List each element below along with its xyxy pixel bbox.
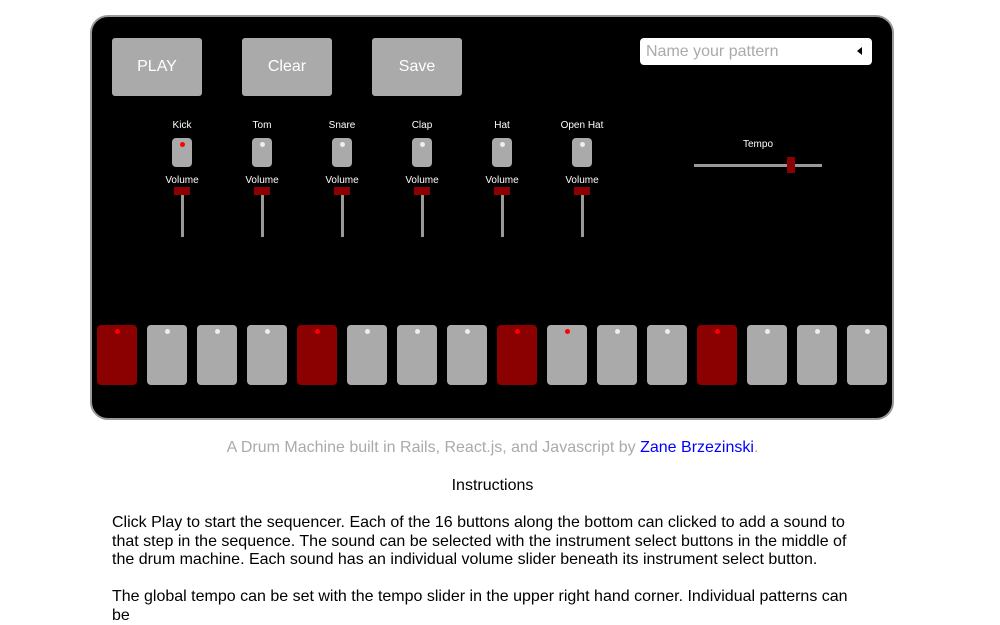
instrument-select-button[interactable] bbox=[252, 138, 272, 167]
play-button[interactable]: PLAY bbox=[112, 38, 202, 96]
instructions-paragraph-2: The global tempo can be set with the tem… bbox=[112, 588, 848, 624]
step-button-13[interactable] bbox=[697, 325, 737, 385]
instrument-select-button[interactable] bbox=[572, 138, 592, 167]
volume-track bbox=[181, 191, 184, 237]
volume-thumb[interactable] bbox=[254, 187, 270, 195]
pattern-name-field bbox=[640, 38, 872, 65]
step-button-15[interactable] bbox=[797, 325, 837, 385]
led-icon bbox=[564, 329, 570, 334]
credits-end: . bbox=[753, 439, 759, 456]
volume-thumb[interactable] bbox=[414, 187, 430, 195]
instrument-label: Kick bbox=[172, 120, 192, 131]
instrument-label: Tom bbox=[252, 120, 272, 131]
step-button-2[interactable] bbox=[147, 325, 187, 385]
led-icon bbox=[314, 329, 320, 334]
led-icon bbox=[499, 142, 505, 147]
volume-slider[interactable] bbox=[412, 187, 432, 239]
instrument-open-hat: Open Hat Volume bbox=[542, 120, 622, 239]
led-icon bbox=[419, 142, 425, 147]
volume-track bbox=[261, 191, 264, 237]
led-icon bbox=[664, 329, 670, 334]
step-button-8[interactable] bbox=[447, 325, 487, 385]
volume-track bbox=[581, 191, 584, 237]
credits-text: A Drum Machine built in Rails, React.js,… bbox=[226, 439, 641, 456]
volume-track bbox=[341, 191, 344, 237]
instructions-title: Instructions bbox=[451, 477, 534, 494]
led-icon bbox=[764, 329, 770, 334]
dropdown-caret-icon[interactable] bbox=[857, 47, 862, 55]
volume-slider[interactable] bbox=[492, 187, 512, 239]
volume-thumb[interactable] bbox=[494, 187, 510, 195]
led-icon bbox=[714, 329, 720, 334]
step-button-11[interactable] bbox=[597, 325, 637, 385]
instrument-label: Snare bbox=[328, 120, 356, 131]
volume-label: Volume bbox=[245, 175, 279, 186]
tempo-slider[interactable] bbox=[692, 156, 824, 176]
step-button-4[interactable] bbox=[247, 325, 287, 385]
volume-label: Volume bbox=[325, 175, 359, 186]
step-button-12[interactable] bbox=[647, 325, 687, 385]
volume-track bbox=[421, 191, 424, 237]
volume-track bbox=[501, 191, 504, 237]
step-button-6[interactable] bbox=[347, 325, 387, 385]
instrument-label: Hat bbox=[494, 120, 510, 131]
instrument-snare: Snare Volume bbox=[302, 120, 382, 239]
volume-slider[interactable] bbox=[172, 187, 192, 239]
volume-slider[interactable] bbox=[252, 187, 272, 239]
led-icon bbox=[614, 329, 620, 334]
instrument-select-button[interactable] bbox=[492, 138, 512, 167]
step-button-7[interactable] bbox=[397, 325, 437, 385]
instrument-label: Clap bbox=[411, 120, 433, 131]
instrument-hat: Hat Volume bbox=[462, 120, 542, 239]
led-icon bbox=[164, 329, 170, 334]
led-icon bbox=[114, 329, 120, 334]
led-icon bbox=[264, 329, 270, 334]
step-button-1[interactable] bbox=[97, 325, 137, 385]
led-icon bbox=[864, 329, 870, 334]
led-icon bbox=[259, 142, 265, 147]
step-button-10[interactable] bbox=[547, 325, 587, 385]
volume-thumb[interactable] bbox=[574, 187, 590, 195]
volume-label: Volume bbox=[565, 175, 599, 186]
step-button-14[interactable] bbox=[747, 325, 787, 385]
led-icon bbox=[364, 329, 370, 334]
step-button-16[interactable] bbox=[847, 325, 887, 385]
step-button-9[interactable] bbox=[497, 325, 537, 385]
tempo-track bbox=[694, 164, 822, 167]
pattern-name-input[interactable] bbox=[640, 38, 852, 65]
volume-label: Volume bbox=[165, 175, 199, 186]
instrument-tom: Tom Volume bbox=[222, 120, 302, 239]
volume-slider[interactable] bbox=[332, 187, 352, 239]
volume-thumb[interactable] bbox=[334, 187, 350, 195]
volume-slider[interactable] bbox=[572, 187, 592, 239]
instrument-select-button[interactable] bbox=[172, 138, 192, 167]
save-button[interactable]: Save bbox=[372, 38, 462, 96]
credits: A Drum Machine built in Rails, React.js,… bbox=[0, 439, 985, 457]
led-icon bbox=[514, 329, 520, 334]
clear-button[interactable]: Clear bbox=[242, 38, 332, 96]
instrument-label: Open Hat bbox=[560, 120, 604, 131]
drum-machine: PLAY Clear Save Kick Volume Tom Volume S… bbox=[90, 15, 894, 420]
tempo-thumb[interactable] bbox=[787, 157, 796, 173]
volume-thumb[interactable] bbox=[174, 187, 190, 195]
led-icon bbox=[214, 329, 220, 334]
tempo-control: Tempo bbox=[692, 139, 824, 176]
tempo-label: Tempo bbox=[742, 139, 773, 150]
instructions-paragraph-1: Click Play to start the sequencer. Each … bbox=[112, 514, 847, 568]
instrument-select-button[interactable] bbox=[332, 138, 352, 167]
led-icon bbox=[179, 142, 185, 147]
step-button-3[interactable] bbox=[197, 325, 237, 385]
led-icon bbox=[464, 329, 470, 334]
volume-label: Volume bbox=[405, 175, 439, 186]
volume-label: Volume bbox=[485, 175, 519, 186]
instrument-kick: Kick Volume bbox=[142, 120, 222, 239]
led-icon bbox=[414, 329, 420, 334]
instrument-select-button[interactable] bbox=[412, 138, 432, 167]
step-button-5[interactable] bbox=[297, 325, 337, 385]
led-icon bbox=[814, 329, 820, 334]
led-icon bbox=[339, 142, 345, 147]
instrument-clap: Clap Volume bbox=[382, 120, 462, 239]
author-link[interactable]: Zane Brzezinski bbox=[640, 439, 754, 456]
led-icon bbox=[579, 142, 585, 147]
